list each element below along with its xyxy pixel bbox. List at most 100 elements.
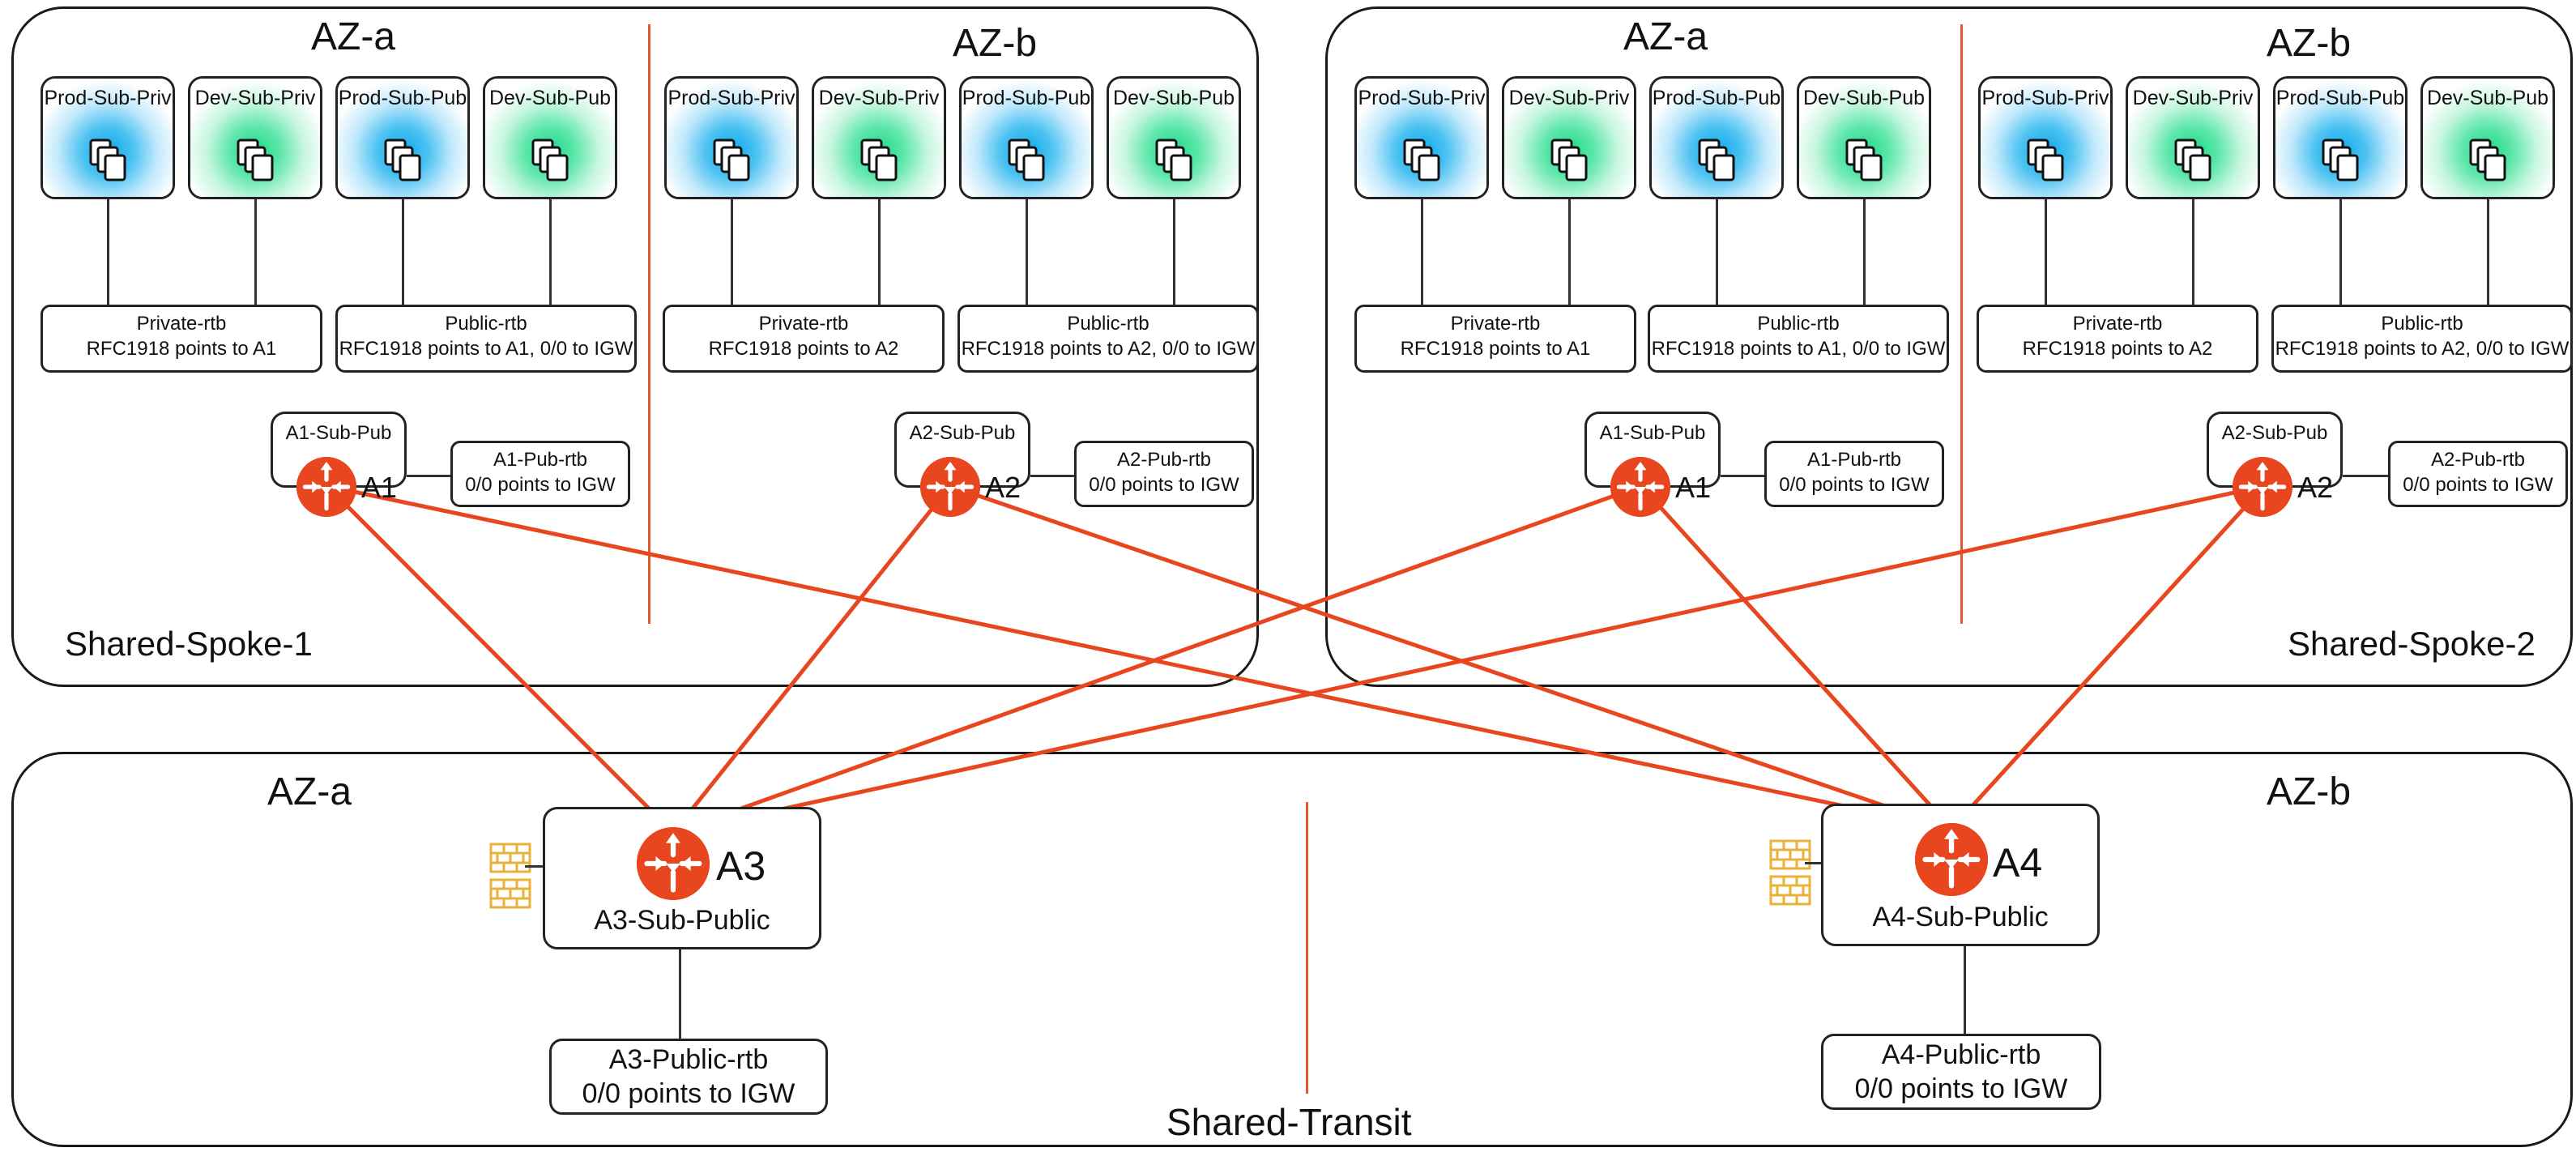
subnet-label: Dev-Sub-Priv — [2132, 87, 2254, 109]
router-icon[interactable] — [920, 457, 980, 517]
connection-line — [1950, 484, 2266, 830]
connection-line — [326, 484, 1952, 831]
route-table-name: Private-rtb — [758, 313, 849, 335]
route-table-rule: RFC1918 points to A2, 0/0 to IGW — [961, 338, 1256, 360]
subnet-dev[interactable]: Dev-Sub-Priv — [1502, 76, 1636, 199]
connector — [402, 199, 404, 305]
subnet-dev[interactable]: Dev-Sub-Priv — [812, 76, 946, 199]
connector — [1421, 199, 1423, 305]
route-table-name: Public-rtb — [445, 313, 527, 335]
subnet-prod[interactable]: Prod-Sub-Priv — [1354, 76, 1489, 199]
instances-icon — [1845, 138, 1883, 183]
az-title: AZ-b — [2267, 770, 2352, 813]
router-name: A1 — [361, 471, 398, 504]
vpc-shared-transit — [11, 752, 2573, 1147]
az-title: AZ-a — [267, 770, 352, 813]
instances-icon — [88, 138, 127, 183]
connector — [1964, 946, 1966, 1034]
connector — [731, 199, 733, 305]
connection-line — [672, 484, 2265, 835]
subnet-dev[interactable]: Dev-Sub-Pub — [2420, 76, 2555, 199]
connector — [1863, 199, 1866, 305]
az-title: AZ-b — [2267, 22, 2352, 65]
connector — [549, 199, 552, 305]
subnet-dev[interactable]: Dev-Sub-Priv — [2126, 76, 2260, 199]
route-table-name: A3-Public-rtb — [608, 1044, 769, 1075]
route-table-name: A4-Public-rtb — [1881, 1039, 2041, 1070]
subnet-prod[interactable]: Prod-Sub-Priv — [664, 76, 799, 199]
subnet-dev[interactable]: Dev-Sub-Priv — [188, 76, 322, 199]
router-icon[interactable] — [2233, 457, 2292, 517]
subnet-label: Dev-Sub-Pub — [1112, 87, 1235, 109]
subnet-label: Prod-Sub-Pub — [962, 87, 1091, 109]
instances-icon — [2468, 138, 2507, 183]
route-table-name: Private-rtb — [1450, 313, 1541, 335]
subnet-dev[interactable]: Dev-Sub-Pub — [1107, 76, 1241, 199]
instances-icon — [1154, 138, 1193, 183]
instances-icon — [2026, 138, 2065, 183]
subnet-dev[interactable]: Dev-Sub-Pub — [1797, 76, 1931, 199]
subnet-prod[interactable]: Prod-Sub-Priv — [41, 76, 175, 199]
subnet-label: Dev-Sub-Priv — [818, 87, 940, 109]
instances-icon — [531, 138, 569, 183]
route-table-name: Private-rtb — [136, 313, 227, 335]
instances-icon — [1402, 138, 1441, 183]
subnet-dev[interactable]: Dev-Sub-Pub — [483, 76, 617, 199]
route-table-rule: 0/0 points to IGW — [465, 474, 616, 496]
connection-line — [672, 484, 952, 834]
connection-line — [326, 484, 675, 834]
route-table-rule: 0/0 points to IGW — [582, 1078, 795, 1109]
subnet-prod[interactable]: Prod-Sub-Pub — [335, 76, 470, 199]
instances-icon — [236, 138, 275, 183]
router-subnet-label: A2-Sub-Pub — [2221, 422, 2328, 444]
connection-line — [949, 484, 1952, 831]
connector — [679, 949, 681, 1039]
route-table-name: Public-rtb — [1757, 313, 1840, 335]
router-icon[interactable] — [1610, 457, 1670, 517]
router-icon[interactable] — [1915, 823, 1988, 896]
subnet-label: Dev-Sub-Priv — [194, 87, 316, 109]
route-table-rule: 0/0 points to IGW — [1779, 474, 1930, 496]
route-table-rule: RFC1918 points to A2 — [2022, 338, 2213, 360]
instances-icon — [712, 138, 751, 183]
connector — [1026, 199, 1028, 305]
connector — [407, 475, 450, 477]
route-table-rule: RFC1918 points to A2, 0/0 to IGW — [2275, 338, 2570, 360]
route-table-rule: RFC1918 points to A1 — [1400, 338, 1591, 360]
subnet-label: Prod-Sub-Priv — [44, 87, 172, 109]
subnet-prod[interactable]: Prod-Sub-Pub — [2273, 76, 2408, 199]
route-table-a3[interactable]: A3-Public-rtb 0/0 points to IGW — [549, 1039, 828, 1115]
route-table-rule: 0/0 points to IGW — [1854, 1073, 2068, 1104]
subnet-prod[interactable]: Prod-Sub-Pub — [959, 76, 1094, 199]
subnet-label: Dev-Sub-Pub — [1802, 87, 1926, 109]
router-subnet-label: A4-Sub-Public — [1872, 902, 2049, 932]
router-icon[interactable] — [637, 827, 710, 900]
connector — [1173, 199, 1175, 305]
connector — [254, 199, 257, 305]
subnet-prod[interactable]: Prod-Sub-Priv — [1978, 76, 2113, 199]
route-table-rule: 0/0 points to IGW — [1089, 474, 1239, 496]
instances-icon — [859, 138, 898, 183]
route-table-a4[interactable]: A4-Public-rtb 0/0 points to IGW — [1821, 1034, 2101, 1110]
subnet-prod[interactable]: Prod-Sub-Pub — [1649, 76, 1784, 199]
router-name: A3 — [716, 843, 766, 889]
connection-line — [1640, 484, 1953, 830]
subnet-label: Dev-Sub-Pub — [2426, 87, 2549, 109]
connector — [878, 199, 881, 305]
router-name: A2 — [985, 471, 1021, 504]
firewall-icon — [1768, 838, 1815, 909]
router-icon[interactable] — [296, 457, 356, 517]
